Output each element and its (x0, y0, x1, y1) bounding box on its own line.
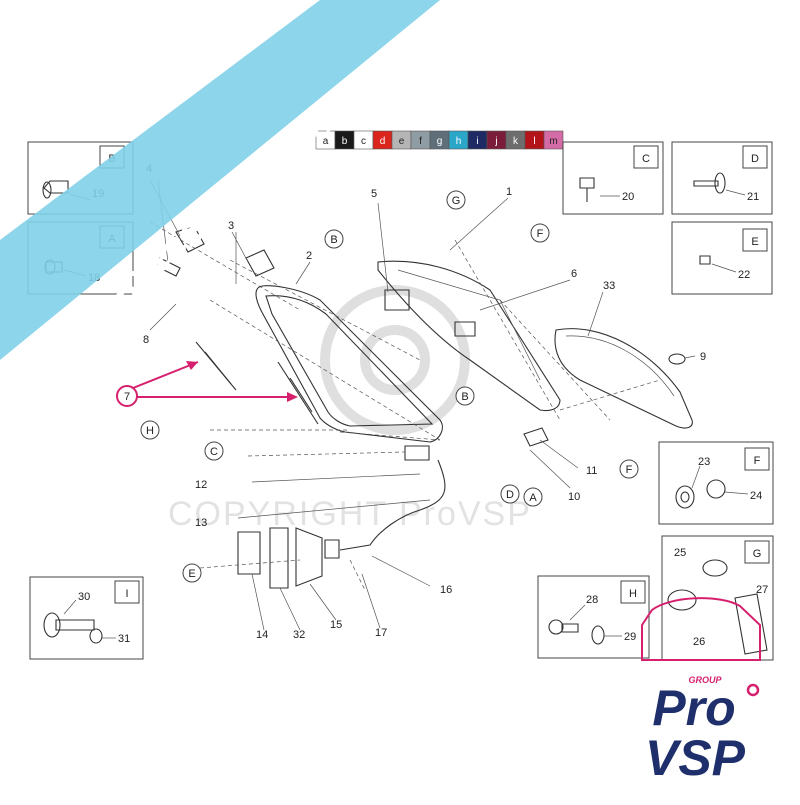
color-legend-swatch: l (524, 130, 545, 150)
callout-7: 7 (124, 391, 130, 403)
callout-2: 2 (306, 250, 312, 262)
tailgate-exploded-view (149, 179, 696, 631)
letter-callout-e: E (188, 568, 195, 580)
detail-box-c: C 20 (562, 141, 664, 215)
detail-box-letter: H (629, 588, 637, 600)
light-lens-14 (237, 531, 261, 575)
color-legend-swatch: f (410, 130, 431, 150)
highlight-arrows: 7 (116, 361, 298, 407)
part-label: 31 (118, 633, 130, 645)
copyright-watermark: COPYRIGHT ProVSP (168, 285, 532, 533)
detail-box-f: F 23 24 (658, 441, 774, 525)
color-legend-letter: m (549, 136, 557, 147)
part-label: 30 (78, 591, 90, 603)
part-label: 25 (674, 547, 686, 559)
letter-callout-f: F (626, 464, 633, 476)
logo-group-text: GROUP (688, 675, 722, 685)
gas-strut (277, 361, 319, 425)
color-legend-letter: a (323, 136, 329, 147)
color-legend-swatch: d (372, 130, 393, 150)
callout-5: 5 (371, 188, 377, 200)
part-callouts: 4 3 2 5 1 6 33 9 8 11 10 12 13 14 32 15 … (143, 163, 706, 641)
part-label: 20 (622, 191, 634, 203)
letter-callout-b: B (330, 234, 337, 246)
color-legend-swatch: m (543, 130, 564, 150)
callout-6: 6 (571, 268, 577, 280)
letter-callouts: B B G F F H C D A E (140, 190, 639, 583)
color-legend-letter: c (361, 136, 366, 147)
callout-1: 1 (506, 186, 512, 198)
color-legend-letter: j (494, 136, 497, 147)
detail-box-d: D 21 (671, 141, 773, 215)
letter-callout-g: G (452, 195, 461, 207)
callout-15: 15 (330, 619, 342, 631)
detail-box-i: I 30 31 (29, 576, 144, 660)
detail-box-letter: D (751, 153, 759, 165)
color-legend-swatch: k (505, 130, 526, 150)
letter-callout-f: F (537, 228, 544, 240)
detail-box-e: E 22 (671, 221, 773, 295)
color-legend-letter: i (476, 136, 478, 147)
part-label: 21 (747, 191, 759, 203)
color-legend-letter: h (456, 136, 462, 147)
light-gasket-32 (269, 527, 289, 589)
detail-box-letter: G (753, 548, 762, 560)
color-legend-letter: k (513, 136, 519, 147)
letter-callout-b: B (461, 391, 468, 403)
logo-line-1: Pro (652, 680, 735, 736)
part-label: 29 (624, 631, 636, 643)
callout-11: 11 (586, 465, 597, 477)
color-legend-letter: d (380, 136, 386, 147)
part-label: 28 (586, 594, 598, 606)
callout-13: 13 (195, 517, 207, 529)
logo-line-2: VSP (645, 730, 746, 786)
detail-box-letter: E (751, 236, 758, 248)
part-label: 26 (693, 636, 705, 648)
light-housing-15 (295, 527, 323, 587)
callout-33: 33 (603, 280, 615, 292)
color-legend-swatch: i (467, 130, 488, 150)
callout-9: 9 (700, 351, 706, 363)
rear-glass (377, 260, 561, 412)
color-legend-letter: f (419, 136, 422, 147)
detail-box-letter: C (642, 153, 650, 165)
color-legend: a b c d e f g h i j k l m (315, 130, 564, 150)
part-label: 24 (750, 490, 762, 502)
part-label: 22 (738, 269, 750, 281)
callout-16: 16 (440, 584, 452, 596)
letter-callout-h: H (146, 425, 154, 437)
detail-box-letter: F (754, 455, 761, 467)
color-legend-swatch: g (429, 130, 450, 150)
detail-box-letter: I (125, 588, 128, 600)
callout-14: 14 (256, 629, 268, 641)
release-cable (339, 459, 446, 551)
callout-10: 10 (568, 491, 580, 503)
color-legend-swatch: j (486, 130, 507, 150)
tailgate-seal (255, 285, 443, 443)
provsp-logo: GROUP Pro VSP (641, 597, 761, 786)
callout-32: 32 (293, 629, 305, 641)
color-legend-letter: b (342, 136, 348, 147)
part-label: 23 (698, 456, 710, 468)
side-window (554, 328, 693, 429)
letter-callout-d: D (506, 489, 514, 501)
callout-17: 17 (375, 627, 387, 639)
color-legend-letter: g (437, 136, 443, 147)
part-label: 27 (756, 584, 768, 596)
detail-box-h: H 28 29 (537, 575, 650, 659)
color-legend-letter: l (533, 136, 535, 147)
letter-callout-c: C (210, 446, 218, 458)
color-legend-letter: e (399, 136, 405, 147)
letter-callout-a: A (529, 492, 537, 504)
copyright-text: COPYRIGHT ProVSP (168, 495, 532, 533)
color-legend-swatch: e (391, 130, 412, 150)
color-legend-swatch: h (448, 130, 469, 150)
color-legend-swatch: c (353, 130, 374, 150)
callout-12: 12 (195, 479, 207, 491)
callout-8: 8 (143, 334, 149, 346)
callout-3: 3 (228, 220, 234, 232)
